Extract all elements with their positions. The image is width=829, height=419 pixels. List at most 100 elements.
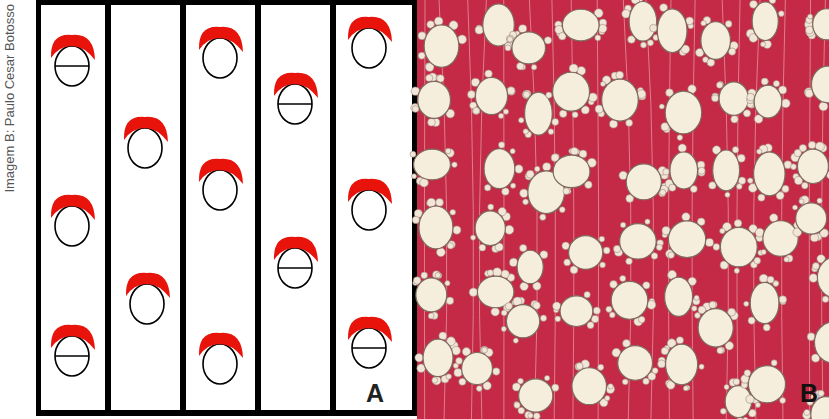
vessel-symbol xyxy=(199,27,243,78)
parenchyma-cell xyxy=(767,276,774,283)
parenchyma-cell xyxy=(552,384,559,391)
parenchyma-cell xyxy=(771,360,777,366)
vessel xyxy=(713,220,763,274)
parenchyma-cell xyxy=(773,81,779,87)
vessel-lumen xyxy=(419,206,453,249)
vessel-lumen xyxy=(414,149,451,180)
parenchyma-cell xyxy=(732,147,738,153)
parenchyma-cell xyxy=(779,11,785,17)
vessel-lumen xyxy=(763,221,798,257)
vessel-lumen xyxy=(418,81,451,118)
parenchyma-cell xyxy=(645,219,650,224)
parenchyma-cap xyxy=(274,73,318,98)
vessel-lumen xyxy=(506,305,539,338)
parenchyma-cell xyxy=(686,17,694,25)
parenchyma-cell xyxy=(705,238,713,246)
vessel xyxy=(709,146,746,197)
parenchyma-cell xyxy=(569,64,578,73)
parenchyma-cell xyxy=(668,252,674,258)
perforation-line xyxy=(55,355,89,357)
parenchyma-cell xyxy=(809,274,818,283)
vessel xyxy=(413,271,454,319)
parenchyma-cell xyxy=(475,26,483,34)
parenchyma-cell xyxy=(469,288,477,296)
parenchyma-cell xyxy=(754,257,761,264)
parenchyma-cell xyxy=(584,291,590,297)
parenchyma-cell xyxy=(518,407,525,414)
vessel-lumen xyxy=(416,278,447,312)
vessel xyxy=(595,71,646,128)
parenchyma-cell xyxy=(552,118,559,125)
vessel-symbol xyxy=(348,317,392,368)
parenchyma-cell xyxy=(763,324,770,331)
parenchyma-cell xyxy=(482,347,488,353)
vessel-lumen xyxy=(814,322,829,363)
fiber-column xyxy=(261,5,330,410)
parenchyma-cell xyxy=(576,363,583,370)
vessel-symbol xyxy=(126,273,170,324)
vessel-outline xyxy=(203,38,237,78)
parenchyma-cell xyxy=(450,209,456,215)
parenchyma-cell xyxy=(659,190,666,197)
vessel xyxy=(613,219,663,265)
parenchyma-cell xyxy=(548,129,554,135)
vessel-lumen xyxy=(657,9,687,53)
vessel-lumen xyxy=(796,203,827,234)
vessel xyxy=(505,25,552,70)
parenchyma-cell xyxy=(676,337,683,344)
vessel xyxy=(619,164,669,202)
vessel-lumen xyxy=(512,32,546,64)
parenchyma-cell xyxy=(659,104,664,109)
micrograph-panel xyxy=(410,0,829,419)
parenchyma-cell xyxy=(822,296,828,302)
parenchyma-cell xyxy=(643,378,649,384)
parenchyma-cap xyxy=(274,237,318,262)
parenchyma-cap xyxy=(51,325,95,350)
parenchyma-cell xyxy=(613,245,620,252)
perforation-line xyxy=(352,347,386,349)
parenchyma-cell xyxy=(707,59,715,67)
parenchyma-cell xyxy=(412,174,417,179)
vessel xyxy=(410,148,457,187)
parenchyma-cell xyxy=(514,402,520,408)
vessel xyxy=(665,270,700,316)
panel-letter: A xyxy=(366,378,384,408)
parenchyma-cell xyxy=(748,178,753,183)
parenchyma-cap xyxy=(124,117,168,142)
parenchyma-cell xyxy=(428,118,436,126)
parenchyma-cell xyxy=(445,148,450,153)
vessel xyxy=(650,4,694,56)
parenchyma-cell xyxy=(652,368,658,374)
vessel xyxy=(695,301,739,353)
vessel-lumen xyxy=(629,1,657,41)
vessel xyxy=(572,360,615,407)
vessel xyxy=(606,275,656,325)
parenchyma-cell xyxy=(505,225,514,234)
parenchyma-cell xyxy=(528,413,533,418)
parenchyma-cap xyxy=(199,159,243,184)
parenchyma-cell xyxy=(694,295,699,300)
vessel-lumen xyxy=(665,91,701,134)
vessel-outline xyxy=(128,128,162,168)
parenchyma-cell xyxy=(456,357,463,364)
parenchyma-cell xyxy=(546,92,552,98)
parenchyma-cell xyxy=(711,95,718,102)
parenchyma-cell xyxy=(733,378,740,385)
parenchyma-cell xyxy=(651,253,658,260)
vessel-lumen xyxy=(754,152,785,196)
parenchyma-cell xyxy=(418,52,425,59)
parenchyma-cell xyxy=(525,411,532,418)
fiber-column xyxy=(41,5,105,410)
vessel xyxy=(484,142,523,196)
parenchyma-cell xyxy=(603,247,610,254)
vessel xyxy=(612,340,658,385)
parenchyma-cell xyxy=(744,370,751,377)
vessel xyxy=(663,144,705,193)
parenchyma-cell xyxy=(806,90,813,97)
perforation-line xyxy=(278,103,312,105)
parenchyma-cell xyxy=(501,326,506,331)
parenchyma-cell xyxy=(595,35,601,41)
parenchyma-cell xyxy=(606,306,612,312)
vessel xyxy=(418,17,466,71)
